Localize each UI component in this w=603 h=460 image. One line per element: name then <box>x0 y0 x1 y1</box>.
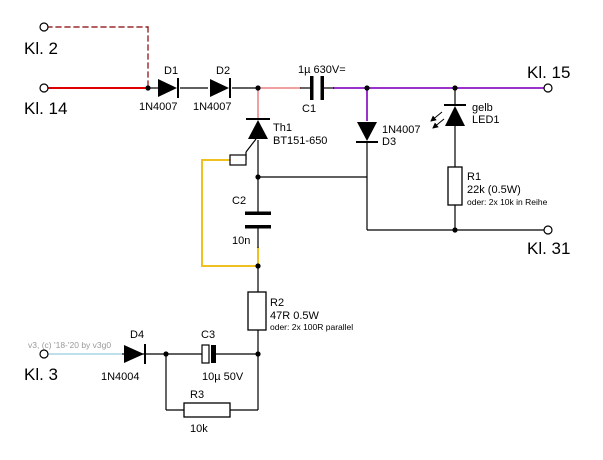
junction-dots <box>145 85 458 357</box>
label-d2-name: D2 <box>216 65 230 77</box>
resistor-r1-symbol <box>447 166 463 206</box>
terminal-kl31 <box>543 225 553 235</box>
thyristor-th1-symbol <box>229 118 270 166</box>
diode-d1-symbol <box>158 78 179 98</box>
label-d3-type: 1N4007 <box>382 124 421 136</box>
label-r3-name: R3 <box>190 389 204 401</box>
capacitor-c1-symbol <box>300 76 334 100</box>
label-c2-value: 10n <box>232 235 250 247</box>
label-c3-value: 10µ 50V <box>202 371 244 383</box>
label-kl14: Kl. 14 <box>24 99 67 118</box>
diode-d2-symbol <box>210 78 231 98</box>
label-r1-value: 22k (0.5W) <box>467 184 521 196</box>
label-kl3: Kl. 3 <box>24 365 58 384</box>
label-c2-name: C2 <box>232 195 246 207</box>
capacitor-c3-symbol <box>201 344 216 364</box>
label-th1-type: BT151-650 <box>273 135 327 147</box>
terminal-kl2 <box>39 22 49 32</box>
label-d3-name: D3 <box>382 136 396 148</box>
label-r1-name: R1 <box>467 171 481 183</box>
label-r2-name: R2 <box>270 297 284 309</box>
label-r3-value: 10k <box>190 423 208 435</box>
label-d1-type: 1N4007 <box>139 101 178 113</box>
label-d4-name: D4 <box>130 329 144 341</box>
label-c3-name: C3 <box>201 329 215 341</box>
label-th1-name: Th1 <box>273 122 292 134</box>
label-kl2: Kl. 2 <box>24 39 58 58</box>
terminal-kl15 <box>543 83 553 93</box>
label-led1-color: gelb <box>472 102 493 114</box>
terminal-kl3 <box>39 349 49 359</box>
label-d1-name: D1 <box>164 65 178 77</box>
label-d2-type: 1N4007 <box>193 101 232 113</box>
label-r1-note: oder: 2x 10k in Reihe <box>467 197 548 207</box>
resistor-r3-symbol <box>183 402 231 418</box>
wire-gate <box>201 159 259 267</box>
label-led1-name: LED1 <box>472 114 500 126</box>
terminal-kl14 <box>39 83 49 93</box>
label-r2-value: 47R 0.5W <box>270 310 320 322</box>
diode-d3-symbol <box>356 122 378 143</box>
wire-kl2 <box>46 26 149 89</box>
label-r2-note: oder: 2x 100R parallel <box>270 322 353 332</box>
label-c1-name: C1 <box>302 103 316 115</box>
capacitor-c2-symbol <box>245 211 271 229</box>
label-c1-value: 1µ 630V= <box>298 64 346 76</box>
label-d4-type: 1N4004 <box>101 371 140 383</box>
label-kl31: Kl. 31 <box>527 239 570 258</box>
resistor-r2-symbol <box>247 291 267 331</box>
label-kl15: Kl. 15 <box>527 63 570 82</box>
version-note: v3, (c) '18-'20 by v3g0 <box>28 340 111 350</box>
led-led1-symbol <box>430 104 466 129</box>
diode-d4-symbol <box>122 344 146 364</box>
